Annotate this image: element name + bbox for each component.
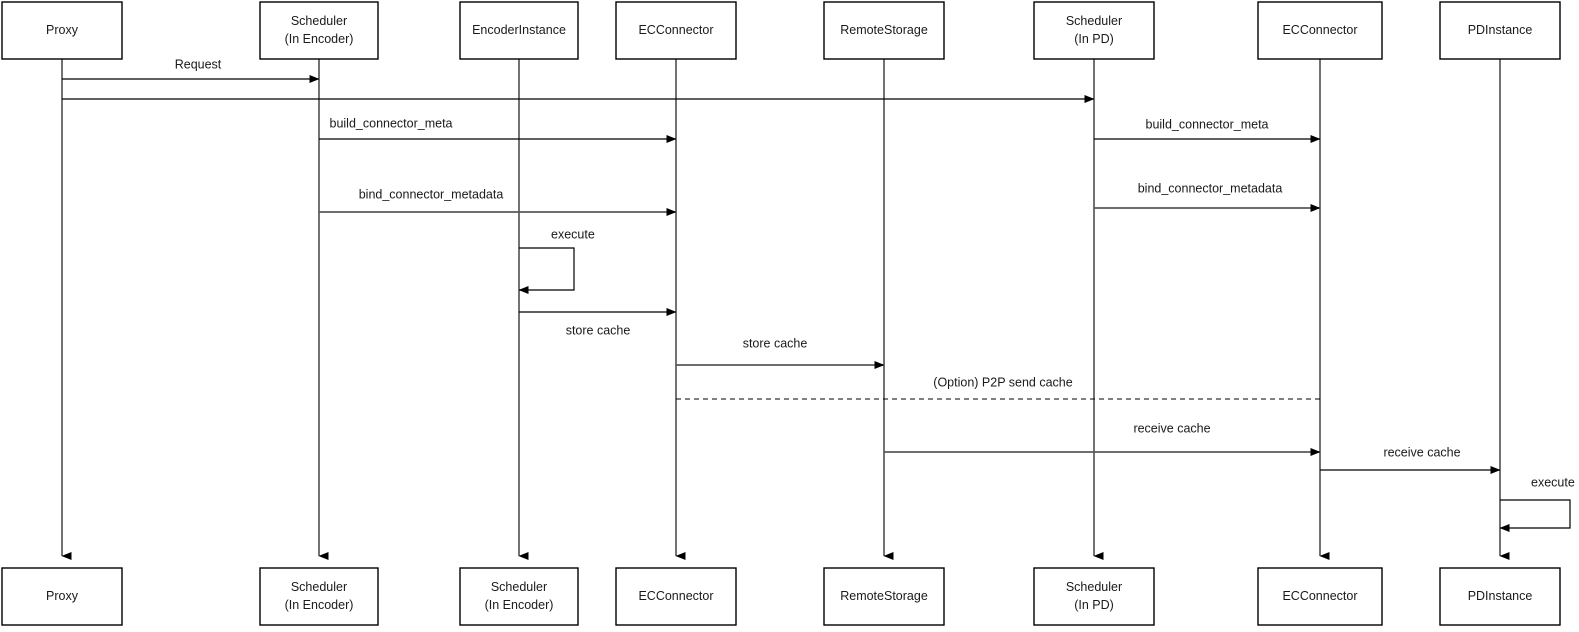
message-label: build_connector_meta [1146,117,1269,131]
participant-box-top-scheduler-encoder[interactable]: Scheduler (In Encoder) [259,1,379,60]
self-message-execute-encoder-instance[interactable]: execute [518,227,595,294]
participant-label-line1: Scheduler [491,580,547,594]
message-label: Request [175,57,222,71]
participant-box-top-encoder-instance[interactable]: EncoderInstance [459,1,579,60]
message-store-cache-connector-to-storage[interactable]: store cache [676,336,885,369]
message-label: (Option) P2P send cache [933,375,1072,389]
message-label: store cache [566,323,631,337]
participant-boxes-top: Proxy Scheduler (In Encoder) EncoderInstanc… [1,1,1561,60]
participant-box-top-remote-storage[interactable]: RemoteStorage [823,1,945,60]
message-bind-connector-metadata-pd[interactable]: bind_connector_metadata [1094,181,1321,212]
participant-label-line1: Proxy [46,589,79,603]
self-message-path [518,247,575,294]
self-message-execute-pd-instance[interactable]: execute [1499,475,1575,532]
message-request[interactable]: Request [62,57,320,83]
participant-box-top-pd-instance[interactable]: PDInstance [1439,1,1561,60]
participant-label-line2: (In Encoder) [285,598,354,612]
participant-label-line1: Scheduler [291,580,347,594]
participant-box-bottom-ec-connector-2-bottom[interactable]: ECConnector [1257,567,1383,626]
participant-label-line1: Scheduler [1066,14,1122,28]
participant-label-line2: (In PD) [1074,598,1114,612]
participant-box-bottom-proxy-bottom[interactable]: Proxy [1,567,123,626]
participant-label-line1: Scheduler [1066,580,1122,594]
participant-label-line1: PDInstance [1468,589,1533,603]
message-build-connector-meta-encoder[interactable]: build_connector_meta [319,116,677,143]
participant-label-line2: (In Encoder) [285,32,354,46]
message-option-p2p-send-cache[interactable]: (Option) P2P send cache [676,375,1320,400]
message-label: store cache [743,336,808,350]
participant-box-top-proxy[interactable]: Proxy [1,1,123,60]
messages-group: Request build_connector_meta build_connect… [62,57,1501,474]
participant-label-line1: ECConnector [1282,23,1357,37]
lifelines-group [61,59,1510,560]
message-bind-connector-metadata-encoder[interactable]: bind_connector_metadata [319,187,677,216]
participant-label-line1: ECConnector [1282,589,1357,603]
participant-label-line1: ECConnector [638,589,713,603]
participant-label-line1: RemoteStorage [840,23,928,37]
message-receive-cache-connector-to-pd[interactable]: receive cache [1320,445,1501,474]
self-message-label: execute [1531,475,1575,489]
participant-box-bottom-ec-connector-1-bottom[interactable]: ECConnector [615,567,737,626]
participant-label-line1: RemoteStorage [840,589,928,603]
self-message-label: execute [551,227,595,241]
message-store-cache-encoder-to-connector[interactable]: store cache [519,308,677,337]
participant-label-line1: EncoderInstance [472,23,566,37]
participant-box-bottom-remote-storage-bottom[interactable]: RemoteStorage [823,567,945,626]
participant-label-line2: (In Encoder) [485,598,554,612]
message-label: receive cache [1133,421,1210,435]
participant-box-bottom-scheduler-pd-bottom[interactable]: Scheduler (In PD) [1033,567,1155,626]
message-build-connector-meta-pd[interactable]: build_connector_meta [1094,117,1321,143]
message-receive-cache-storage-to-connector[interactable]: receive cache [884,421,1321,456]
participant-box-bottom-pd-instance-bottom[interactable]: PDInstance [1439,567,1561,626]
participant-box-bottom-scheduler-encoder-bottom[interactable]: Scheduler (In Encoder) [259,567,379,626]
message-label: receive cache [1383,445,1460,459]
participant-label-line1: PDInstance [1468,23,1533,37]
participant-label-line1: ECConnector [638,23,713,37]
self-messages-group: execute execute [518,227,1575,532]
self-message-path [1499,499,1571,532]
participant-box-top-ec-connector-2[interactable]: ECConnector [1257,1,1383,60]
participant-label-line1: Scheduler [291,14,347,28]
participant-box-top-ec-connector-1[interactable]: ECConnector [615,1,737,60]
message-label: bind_connector_metadata [359,187,504,201]
participant-label-line2: (In PD) [1074,32,1114,46]
message-label: bind_connector_metadata [1138,181,1283,195]
participant-box-top-scheduler-pd[interactable]: Scheduler (In PD) [1033,1,1155,60]
participant-label-line1: Proxy [46,23,79,37]
participant-box-bottom-encoder-instance-bottom[interactable]: Scheduler (In Encoder) [459,567,579,626]
message-label: build_connector_meta [330,116,453,130]
participant-boxes-bottom: Proxy Scheduler (In Encoder) Scheduler (In E… [1,567,1561,626]
